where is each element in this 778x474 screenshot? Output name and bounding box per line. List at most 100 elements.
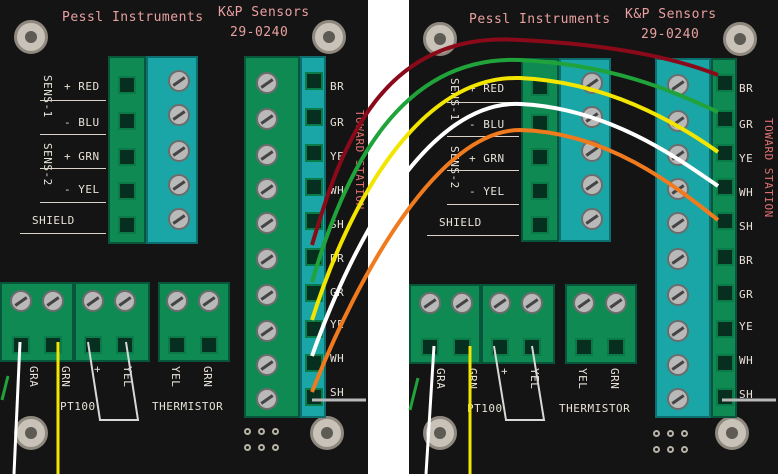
pin-label-shield: SHIELD [32,214,75,227]
wire-slot [716,388,734,406]
wire-slot [305,108,323,126]
wire-slot [200,336,218,354]
screw-icon[interactable] [667,388,689,410]
screw-icon[interactable] [10,290,32,312]
wire-slot [305,144,323,162]
station-terminal-block-front [711,58,737,418]
sensor-terminal-block-front [108,56,146,244]
screw-icon[interactable] [198,290,220,312]
pt100-label: PT100 [467,402,503,415]
silk-divider [20,233,106,234]
screw-icon[interactable] [256,388,278,410]
screw-icon[interactable] [451,292,473,314]
thermistor-pin-yel: YEL [169,366,182,388]
screw-icon[interactable] [581,208,603,230]
wire-slot [716,144,734,162]
wire-slot [531,148,549,166]
station-terminal-block [655,58,711,418]
wire-slot [118,112,136,130]
wire-slot [716,284,734,302]
pcb-via [653,446,660,453]
screw-icon[interactable] [667,354,689,376]
wire-slot [44,336,62,354]
station-pin-sh: SH [330,386,345,399]
screw-icon[interactable] [667,320,689,342]
screw-icon[interactable] [168,174,190,196]
silk-divider [447,204,519,205]
screw-icon[interactable] [521,292,543,314]
station-pin-wh: WH [330,184,345,197]
wire-slot [84,336,102,354]
toward-station-label: TOWARD STATION [353,110,366,210]
screw-icon[interactable] [168,70,190,92]
screw-icon[interactable] [667,212,689,234]
screw-icon[interactable] [256,72,278,94]
mounting-hole [423,22,457,56]
sens1-label: SENS-1 [41,75,54,118]
station-pin-br: BR [330,80,345,93]
screw-icon[interactable] [256,212,278,234]
brand-label: Pessl Instruments [62,10,204,25]
wire-slot [421,338,439,356]
screw-icon[interactable] [256,320,278,342]
wire-slot [305,320,323,338]
wire-slot [116,336,134,354]
wire-slot [118,216,136,234]
thermistor-label: THERMISTOR [152,400,224,413]
mounting-hole [14,416,48,450]
screw-icon[interactable] [82,290,104,312]
screw-icon[interactable] [42,290,64,312]
screw-icon[interactable] [581,106,603,128]
part-number-label: 29-0240 [230,25,289,40]
screw-icon[interactable] [581,174,603,196]
screw-icon[interactable] [667,144,689,166]
station-pin-ye: YE [330,318,345,331]
pin-label-grn: + GRN [64,150,100,163]
screw-icon[interactable] [573,292,595,314]
screw-icon[interactable] [256,284,278,306]
screw-icon[interactable] [256,144,278,166]
silk-divider [40,100,106,101]
screw-icon[interactable] [114,290,136,312]
screw-icon[interactable] [419,292,441,314]
sensor-terminal-block-front [521,58,559,242]
screw-icon[interactable] [667,248,689,270]
station-terminal-block-front [300,56,326,418]
screw-icon[interactable] [581,72,603,94]
sens2-label: SENS-2 [41,143,54,186]
screw-icon[interactable] [256,248,278,270]
screw-icon[interactable] [605,292,627,314]
mounting-hole [723,22,757,56]
screw-icon[interactable] [489,292,511,314]
screw-icon[interactable] [256,178,278,200]
wire-slot [716,178,734,196]
screw-icon[interactable] [168,140,190,162]
screw-icon[interactable] [667,178,689,200]
wire-slot [118,76,136,94]
screw-icon[interactable] [667,74,689,96]
screw-icon[interactable] [256,354,278,376]
pin-label-blu: - BLU [64,116,100,129]
station-pin-ye: YE [739,152,754,165]
screw-icon[interactable] [256,108,278,130]
thermistor-pin-yel: YEL [576,368,589,390]
wire-slot [716,354,734,372]
silk-divider [427,235,519,236]
screw-icon[interactable] [166,290,188,312]
station-pin-br: BR [739,254,754,267]
mounting-hole [312,20,346,54]
pt100-pin-yel: YEL [528,368,541,390]
pt100-pin-plus: + [498,368,511,376]
maker-label: K&P Sensors [218,5,310,20]
screw-icon[interactable] [168,208,190,230]
screw-icon[interactable] [667,284,689,306]
thermistor-terminal-block [158,282,230,362]
sens2-label: SENS-2 [448,146,461,189]
pt100-pin-grn: GRN [466,368,479,390]
pin-label-red: + RED [64,80,100,93]
screw-icon[interactable] [168,104,190,126]
wire-slot [523,338,541,356]
wire-slot [305,284,323,302]
screw-icon[interactable] [581,140,603,162]
screw-icon[interactable] [667,110,689,132]
